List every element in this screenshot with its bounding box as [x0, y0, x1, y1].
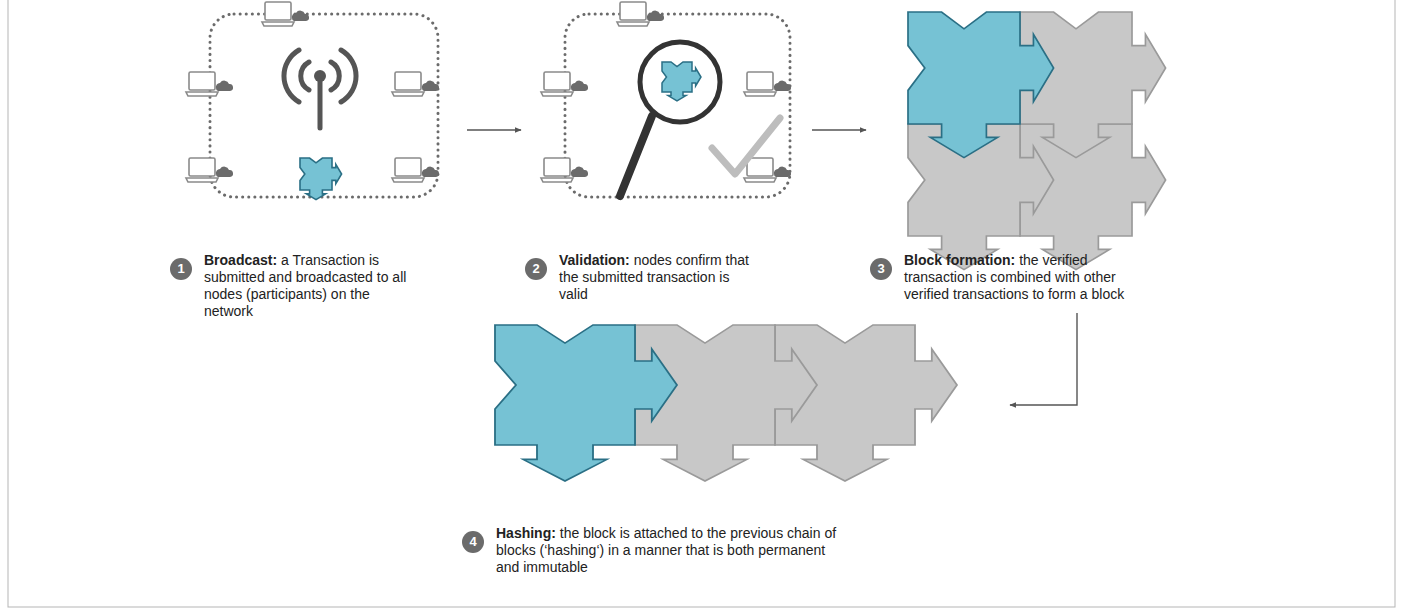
step-description: Validation:nodes confirm that the submit… [559, 252, 755, 303]
step-caption: 2 Validation:nodes confirm that the submi… [525, 252, 755, 303]
step-title: Validation: [559, 252, 630, 268]
step-title: Broadcast: [204, 252, 277, 268]
process-step: 4 Hashing:the block is attached to the pr… [460, 315, 1000, 580]
process-step: 2 Validation:nodes confirm that the submi… [525, 5, 800, 307]
step-number: 2 [525, 258, 547, 280]
step-number: 4 [462, 531, 484, 553]
network-broadcast [186, 2, 439, 200]
process-step: 1 Broadcast:a Transaction is submitted an… [170, 5, 455, 324]
network-validation [541, 2, 791, 197]
block-puzzle [908, 12, 1166, 270]
frame [8, 0, 1395, 607]
flow-arrow [812, 129, 866, 130]
step-caption: 1 Broadcast:a Transaction is submitted an… [170, 252, 420, 320]
step-title: Block formation: [904, 252, 1015, 268]
process-step: 3 Block formation:the verified transactio… [870, 0, 1170, 307]
step-caption: 3 Block formation:the verified transactio… [870, 252, 1125, 303]
step-description: Hashing:the block is attached to the pre… [496, 525, 842, 576]
step-caption: 4 Hashing:the block is attached to the pr… [462, 525, 842, 576]
chain-puzzle [495, 325, 957, 481]
step-number: 3 [870, 258, 892, 280]
step-number: 1 [170, 258, 192, 280]
flow-arrow [1010, 313, 1077, 405]
step-description: Block formation:the verified transaction… [904, 252, 1125, 303]
step-title: Hashing: [496, 525, 556, 541]
step-description: Broadcast:a Transaction is submitted and… [204, 252, 420, 320]
flow-arrow [467, 129, 521, 130]
